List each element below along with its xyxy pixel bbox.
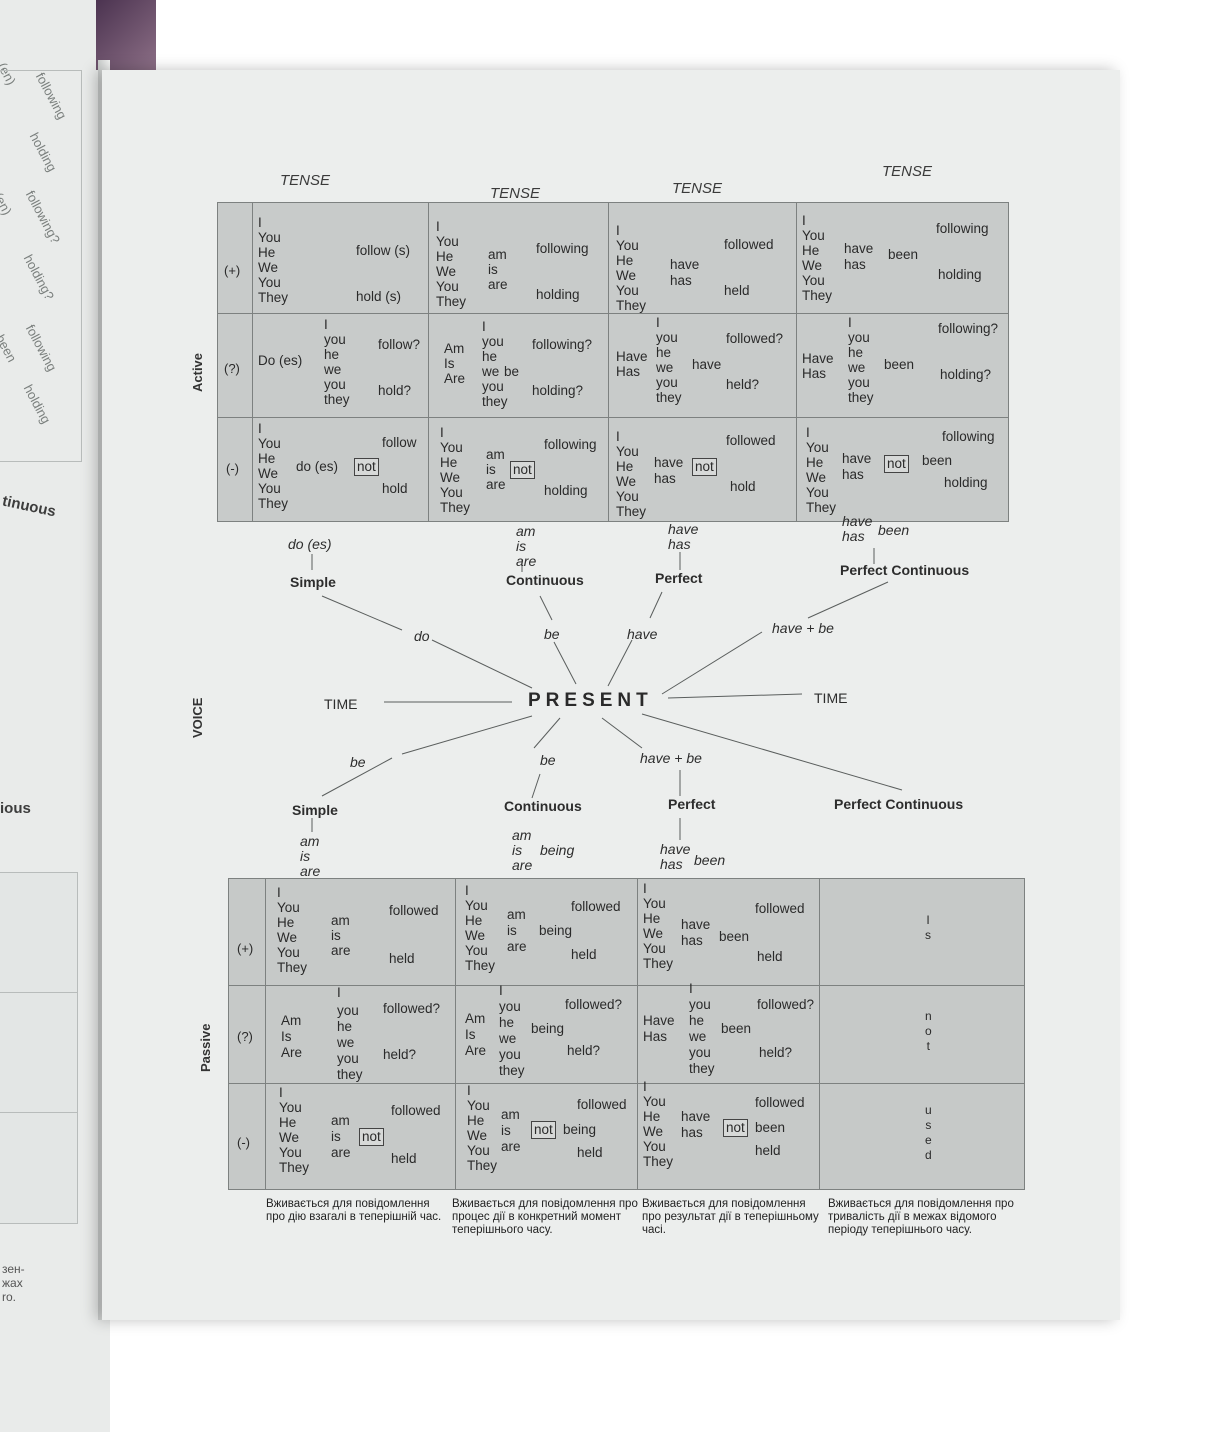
not-box: not [510, 461, 535, 479]
not-box: not [359, 1128, 384, 1146]
passive-perfect-label: Perfect [668, 796, 716, 812]
left-page-text: ro. [2, 1290, 17, 1304]
usage-note-simple: Вживається для повідомлення про дію взаг… [266, 1198, 442, 1223]
negative-sign: (-) [226, 461, 239, 476]
question-sign: (?) [237, 1029, 253, 1044]
perfect-label: Perfect [655, 570, 703, 586]
left-page: (en) following holding (en) following? h… [0, 0, 110, 1432]
simple-aux-label: do (es) [288, 536, 332, 552]
perfect-continuous-label: Perfect Continuous [840, 562, 970, 578]
passive-simple-label: Simple [292, 802, 338, 818]
left-page-box [0, 872, 78, 994]
be-connector-label: be [540, 752, 556, 768]
usage-note-perfect-continuous: Вживається для повідомлення про триваліс… [828, 1198, 1014, 1236]
passive-continuous-being-label: being [540, 842, 575, 858]
left-page-box [0, 1112, 78, 1224]
do-connector-label: do [414, 628, 430, 644]
have-be-connector-label: have + be [772, 620, 834, 636]
not-box: not [692, 458, 717, 476]
passive-voice-table: (+) (?) (-) I You He We You They am is a… [228, 878, 1025, 1190]
passive-perfect-continuous-is: I s [925, 913, 931, 942]
present-label: PRESENT [528, 690, 653, 711]
perfect-continuous-been-label: been [878, 522, 910, 538]
simple-label: Simple [290, 574, 336, 590]
passive-voice-label: Passive [198, 1023, 213, 1072]
tense-header: TENSE [280, 172, 331, 189]
left-page-box [0, 992, 78, 1114]
left-page-text: жах [2, 1276, 23, 1290]
tense-header: TENSE [490, 185, 541, 202]
usage-note-perfect: Вживається для повідомлення про результа… [642, 1198, 819, 1236]
continuous-aux-label: am is are [516, 523, 537, 569]
passive-continuous-aux-label: am is are [512, 827, 533, 873]
have-be-connector-label: have + be [640, 750, 702, 766]
passive-perfect-been-label: been [694, 852, 726, 868]
diagram-connectors [311, 548, 903, 840]
left-page-heading: tinuous [0, 492, 58, 521]
positive-sign: (+) [237, 941, 254, 956]
not-box: not [884, 455, 909, 473]
passive-perfect-aux-label: have has [660, 841, 691, 872]
not-box: not [531, 1121, 556, 1139]
continuous-label: Continuous [506, 572, 584, 588]
passive-perfect-continuous-not: n o t [925, 1009, 932, 1053]
passive-perfect-continuous-label: Perfect Continuous [834, 796, 964, 812]
passive-simple-aux-label: am is are [300, 833, 321, 879]
time-label: TIME [324, 696, 358, 712]
worksheet-page: TENSE TENSE TENSE TENSE Active VOICE Pas… [102, 70, 1120, 1320]
left-page-text: зен- [2, 1262, 25, 1276]
perfect-continuous-aux-label: have has [842, 513, 873, 544]
active-voice-table: (+) (?) (-) I You He We You They follow … [217, 202, 1009, 522]
left-page-box [0, 70, 82, 462]
tense-header: TENSE [882, 163, 933, 180]
be-connector-label: be [544, 626, 560, 642]
book-cover-edge [96, 0, 156, 70]
question-sign: (?) [224, 361, 240, 376]
passive-perfect-continuous-used: u s e d [925, 1103, 932, 1162]
perfect-aux-label: have has [668, 521, 699, 552]
not-box: not [723, 1119, 748, 1137]
have-connector-label: have [627, 626, 658, 642]
usage-note-continuous: Вживається для повідомлення про процес д… [452, 1198, 638, 1236]
be-connector-label: be [350, 754, 366, 770]
passive-continuous-label: Continuous [504, 798, 582, 814]
positive-sign: (+) [224, 263, 241, 278]
not-box: not [354, 458, 379, 476]
left-page-heading: ious [0, 800, 31, 817]
negative-sign: (-) [237, 1135, 250, 1150]
tense-header: TENSE [672, 180, 723, 197]
time-label: TIME [814, 690, 848, 706]
